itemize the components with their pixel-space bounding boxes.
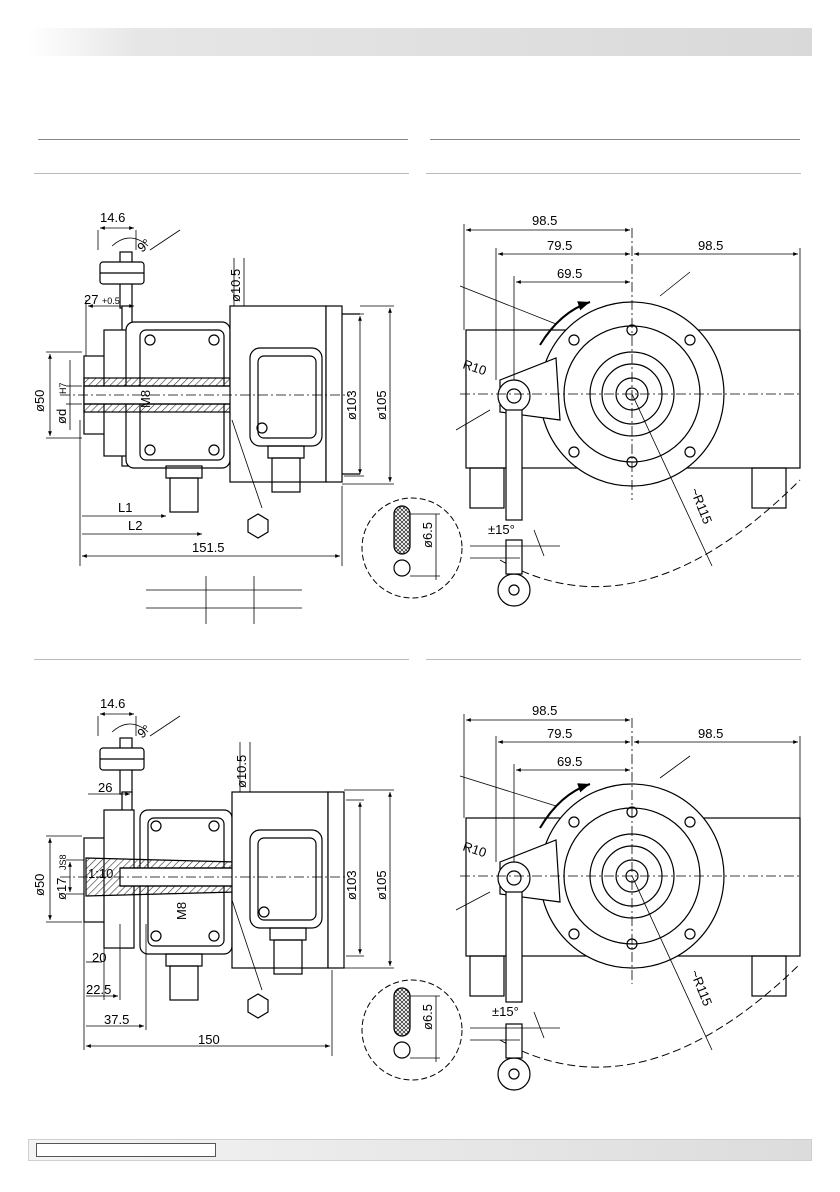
dim-c-50: ø50 xyxy=(32,874,47,896)
dim-b-6-5: ø6.5 xyxy=(420,522,435,548)
dim-c-103: ø103 xyxy=(344,870,359,900)
dim-c-14-6: 14.6 xyxy=(100,696,125,711)
drawing-front-view-a xyxy=(362,228,800,606)
dim-d-r115: ~R115 xyxy=(687,968,715,1009)
dim-a-151-5: 151.5 xyxy=(192,540,225,555)
dim-d-6-5: ø6.5 xyxy=(420,1004,435,1030)
dim-a-105: ø105 xyxy=(374,390,389,420)
dim-c-22-5: 22.5 xyxy=(86,982,111,997)
dim-d-pm15: ±15° xyxy=(492,1004,519,1019)
dim-a-50: ø50 xyxy=(32,390,47,412)
dim-b-98-5-right: 98.5 xyxy=(698,238,723,253)
dim-a-103: ø103 xyxy=(344,390,359,420)
dim-a-l1: L1 xyxy=(118,500,132,515)
dim-a-27: 27 xyxy=(84,292,98,307)
dim-b-79-5: 79.5 xyxy=(547,238,572,253)
drawing-front-view-b xyxy=(362,718,800,1090)
dim-d-98-5-top: 98.5 xyxy=(532,703,557,718)
dim-b-pm15: ±15° xyxy=(488,522,515,537)
drawing-side-view-hollow xyxy=(60,252,360,538)
dim-b-r115: ~R115 xyxy=(687,486,715,527)
dim-b-69-5: 69.5 xyxy=(557,266,582,281)
dim-c-17-tol: JS8 xyxy=(58,854,68,870)
dim-c-37-5: 37.5 xyxy=(104,1012,129,1027)
footer-box xyxy=(36,1143,216,1157)
dim-d-79-5: 79.5 xyxy=(547,726,572,741)
dim-a-10-5: ø10.5 xyxy=(228,269,243,302)
dim-a-d: ød xyxy=(54,409,69,424)
dim-b-98-5-top: 98.5 xyxy=(532,213,557,228)
dim-c-26: 26 xyxy=(98,780,112,795)
dim-c-10-5: ø10.5 xyxy=(234,755,249,788)
dim-c-105: ø105 xyxy=(374,870,389,900)
dim-c-9deg: 9° xyxy=(134,722,153,741)
dim-a-27-tol: +0.5 xyxy=(102,296,120,306)
dim-a-9deg: 9° xyxy=(134,236,153,255)
dim-c-20: 20 xyxy=(92,950,106,965)
dim-a-m8: M8 xyxy=(138,390,153,408)
dim-a-d-tol: H7 xyxy=(58,382,68,394)
dim-c-m8: M8 xyxy=(174,902,189,920)
dim-c-150: 150 xyxy=(198,1032,220,1047)
dim-c-taper: 1:10 xyxy=(88,866,113,881)
dim-a-14-6: 14.6 xyxy=(100,210,125,225)
dim-a-l2: L2 xyxy=(128,518,142,533)
dim-d-69-5: 69.5 xyxy=(557,754,582,769)
dim-d-98-5-right: 98.5 xyxy=(698,726,723,741)
dim-c-17: ø17 xyxy=(54,878,69,900)
